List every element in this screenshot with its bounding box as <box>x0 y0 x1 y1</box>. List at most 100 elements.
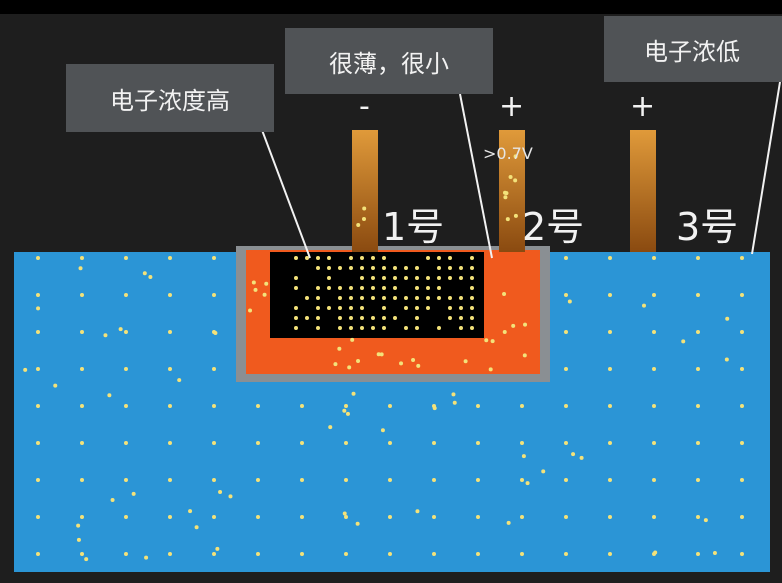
electron-dot <box>448 296 452 300</box>
electron-dot <box>256 404 260 408</box>
electron-dot <box>476 478 480 482</box>
electron-dot <box>740 552 744 556</box>
electron-dot <box>294 286 298 290</box>
electron-dot <box>124 404 128 408</box>
electron-dot <box>459 316 463 320</box>
electron-dot <box>194 525 199 530</box>
electron-dot <box>541 469 546 474</box>
electron-dot <box>652 256 656 260</box>
electron-dot <box>476 552 480 556</box>
electron-dot <box>393 266 397 270</box>
electron-dot <box>571 452 576 457</box>
electron-dot <box>213 331 218 336</box>
electron-dot <box>393 296 397 300</box>
electron-dot <box>382 286 386 290</box>
electron-dot <box>470 306 474 310</box>
electron-dot <box>256 552 260 556</box>
electron-dot <box>212 478 216 482</box>
electron-dot <box>681 339 686 344</box>
electron-dot <box>382 326 386 330</box>
electron-dot <box>124 515 128 519</box>
electron-dot <box>36 256 40 260</box>
electron-dot <box>36 306 41 311</box>
electron-dot <box>382 256 386 260</box>
electron-dot <box>305 316 309 320</box>
electron-dot <box>124 552 128 556</box>
electron-dot <box>316 286 320 290</box>
electron-dot <box>360 286 364 290</box>
electron-dot <box>448 276 452 280</box>
electron-dot <box>608 552 612 556</box>
electron-dot <box>124 330 128 334</box>
electron-dot <box>470 286 474 290</box>
electron-dot <box>608 330 612 334</box>
electron-dot <box>382 276 386 280</box>
electron-dot <box>76 537 81 542</box>
inner-channel <box>270 252 484 338</box>
electron-dot <box>256 478 260 482</box>
electron-dot <box>415 326 419 330</box>
electron-dot <box>212 404 216 408</box>
electron-dot <box>80 330 84 334</box>
electron-dot <box>344 552 348 556</box>
electron-dot <box>476 515 480 519</box>
gate-1-label: 1号 <box>382 205 445 249</box>
electron-dot <box>608 256 612 260</box>
electron-dot <box>564 552 568 556</box>
electron-dot <box>437 286 441 290</box>
electron-dot <box>344 404 348 408</box>
electron-dot <box>344 478 348 482</box>
electron-dot <box>148 275 153 280</box>
electron-dot <box>124 256 128 260</box>
electron-dot <box>432 406 437 411</box>
electron-dot <box>360 266 364 270</box>
electron-dot <box>349 326 353 330</box>
electron-dot <box>124 478 128 482</box>
electron-dot <box>338 306 342 310</box>
electron-dot <box>36 330 40 334</box>
electron-dot <box>470 276 474 280</box>
electron-dot <box>80 404 84 408</box>
electrode-3 <box>630 130 656 252</box>
electron-dot <box>78 266 83 271</box>
electron-dot <box>327 276 331 280</box>
electron-dot <box>404 276 408 280</box>
electron-dot <box>212 367 216 371</box>
electron-dot <box>294 256 298 260</box>
electrode-1 <box>352 130 378 252</box>
electron-dot <box>725 316 730 321</box>
electron-dot <box>294 306 298 310</box>
electron-dot <box>740 256 744 260</box>
gate-3-sign: + <box>630 89 656 124</box>
electron-dot <box>463 359 468 364</box>
electron-dot <box>459 306 463 310</box>
gate-2-label: 2号 <box>522 205 585 249</box>
electron-dot <box>349 316 353 320</box>
electron-dot <box>228 494 233 499</box>
electron-dot <box>508 174 513 179</box>
electron-dot <box>564 441 568 445</box>
electron-dot <box>80 552 84 556</box>
electron-dot <box>337 346 342 351</box>
electron-dot <box>470 266 474 270</box>
electron-dot <box>416 363 421 368</box>
electron-dot <box>432 441 436 445</box>
electron-dot <box>362 217 367 222</box>
electron-dot <box>696 515 700 519</box>
electron-dot <box>344 441 348 445</box>
electron-dot <box>168 293 172 297</box>
electron-dot <box>724 357 729 362</box>
electron-dot <box>393 276 397 280</box>
electron-dot <box>448 316 452 320</box>
electron-dot <box>740 293 744 297</box>
electron-dot <box>212 441 216 445</box>
electron-dot <box>520 404 524 408</box>
electron-dot <box>564 404 568 408</box>
electron-dot <box>371 296 375 300</box>
electron-dots <box>23 154 744 562</box>
electron-dot <box>696 256 700 260</box>
electron-dot <box>653 550 658 555</box>
callout-low-concentration: 电子浓低 <box>604 16 782 82</box>
electron-dot <box>349 286 353 290</box>
electron-dot <box>426 256 430 260</box>
